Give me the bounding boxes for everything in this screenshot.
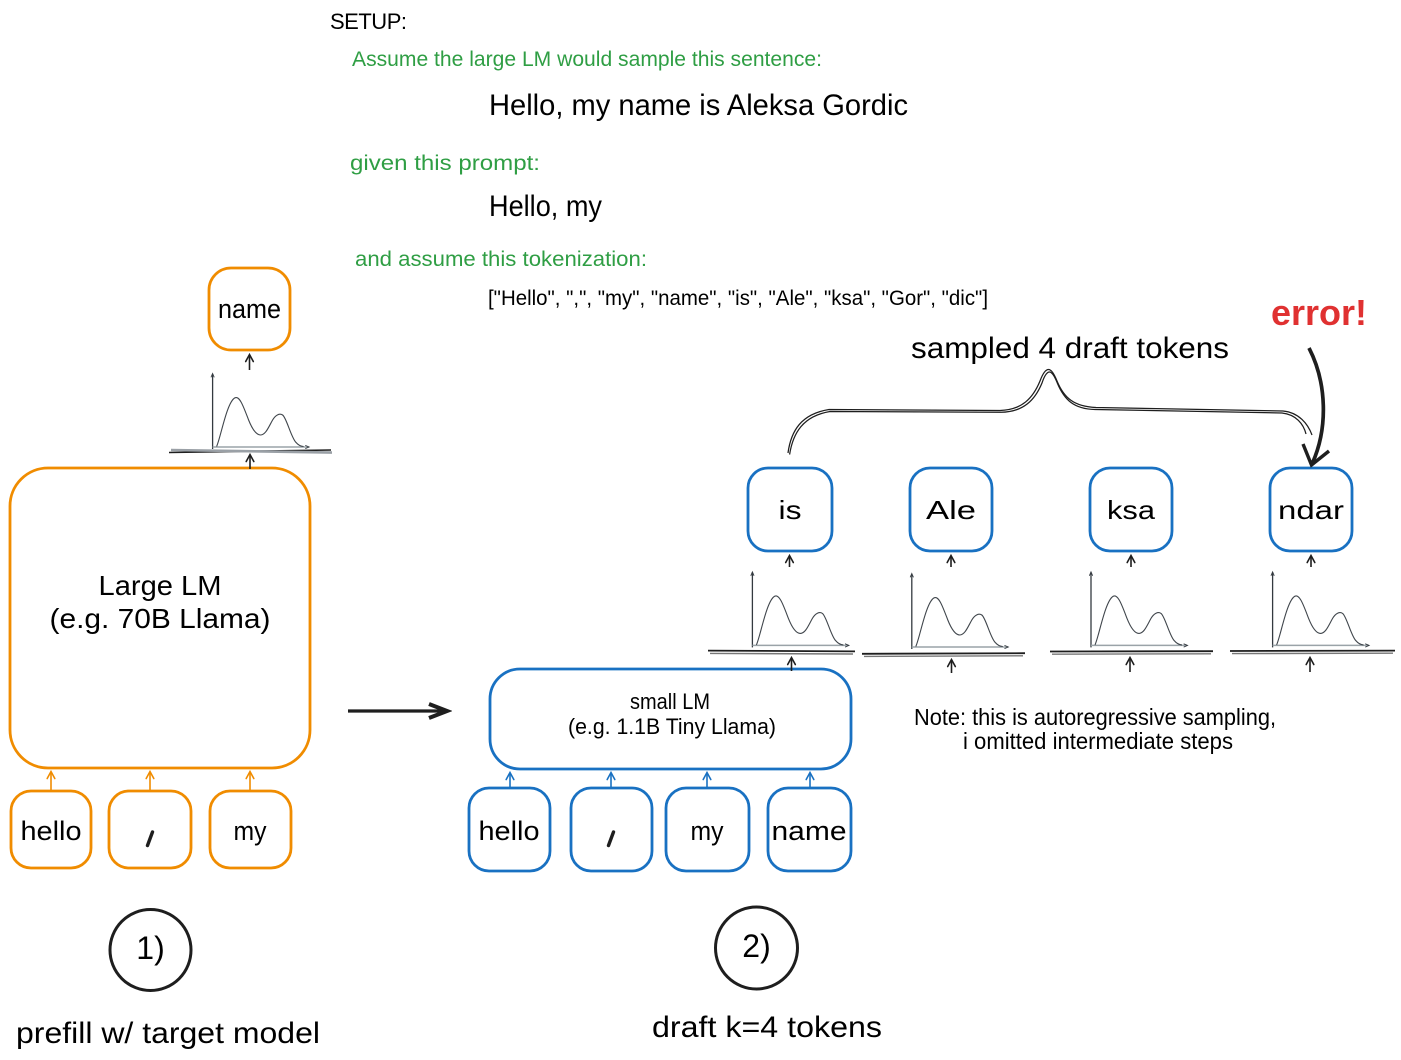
svg-text:name: name bbox=[772, 816, 847, 846]
svg-text:draft k=4 tokens: draft k=4 tokens bbox=[652, 1011, 882, 1044]
svg-text:2): 2) bbox=[742, 928, 770, 964]
svg-text:Assume the large LM would samp: Assume the large LM would sample this se… bbox=[352, 48, 822, 71]
svg-text:given this prompt:: given this prompt: bbox=[350, 152, 540, 175]
svg-text:my: my bbox=[234, 816, 267, 846]
svg-text:SETUP:: SETUP: bbox=[330, 9, 407, 34]
svg-text:hello: hello bbox=[21, 816, 82, 846]
svg-text:Hello, my name is Aleksa Gordi: Hello, my name is Aleksa Gordic bbox=[489, 89, 908, 122]
svg-text:1): 1) bbox=[136, 930, 164, 966]
svg-text:["Hello", ",", "my", "name", ": ["Hello", ",", "my", "name", "is", "Ale"… bbox=[488, 287, 988, 310]
svg-text:ndar: ndar bbox=[1278, 495, 1344, 525]
svg-text:i omitted intermediate steps: i omitted intermediate steps bbox=[963, 728, 1233, 754]
svg-text:prefill w/ target model: prefill w/ target model bbox=[16, 1017, 320, 1050]
svg-text:small LM: small LM bbox=[630, 689, 710, 714]
svg-text:(e.g. 70B Llama): (e.g. 70B Llama) bbox=[50, 603, 271, 634]
svg-text:Note: this is autoregressive s: Note: this is autoregressive sampling, bbox=[914, 704, 1276, 730]
svg-text:my: my bbox=[691, 816, 724, 846]
svg-text:hello: hello bbox=[479, 816, 540, 846]
svg-text:Ale: Ale bbox=[926, 495, 976, 525]
svg-text:name: name bbox=[218, 294, 281, 324]
svg-text:Large LM: Large LM bbox=[99, 570, 222, 601]
svg-text:error!: error! bbox=[1271, 292, 1367, 333]
svg-text:ksa: ksa bbox=[1107, 495, 1156, 525]
svg-text:is: is bbox=[779, 495, 802, 525]
svg-text:(e.g. 1.1B Tiny Llama): (e.g. 1.1B Tiny Llama) bbox=[568, 714, 776, 739]
svg-text:sampled 4 draft tokens: sampled 4 draft tokens bbox=[911, 332, 1229, 365]
svg-text:and assume this tokenization:: and assume this tokenization: bbox=[355, 248, 647, 271]
svg-text:Hello, my: Hello, my bbox=[489, 190, 602, 223]
